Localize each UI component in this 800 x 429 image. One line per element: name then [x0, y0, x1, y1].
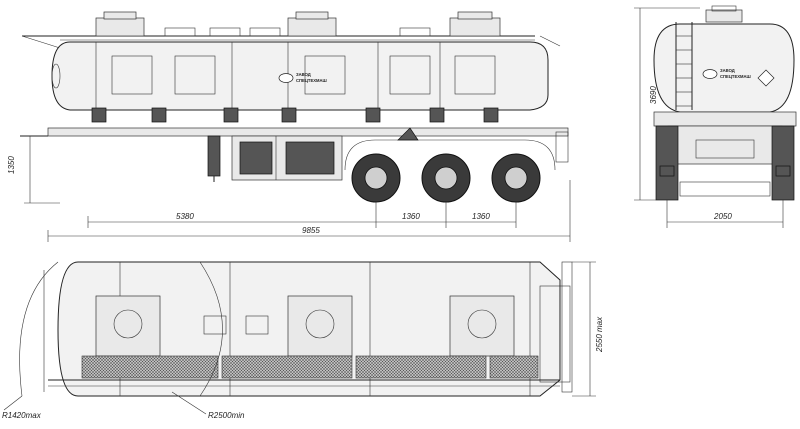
rear-dimensions: 3690 2050	[634, 7, 784, 228]
side-logo-line1: ЗАВОД	[296, 72, 311, 77]
rear-hatch	[705, 5, 743, 23]
dim-front-to-axle-label: 5380	[176, 212, 194, 221]
tank-shell	[51, 41, 549, 111]
top-dimensions: 2550 max R1420max R2500min	[2, 261, 604, 420]
rear-ladder	[675, 22, 693, 110]
rear-logo-line1: ЗАВОД	[720, 68, 735, 73]
dim-height-label: 1350	[7, 156, 16, 174]
dim-axle-spacing-1-label: 1360	[402, 212, 420, 221]
dim-axle-spacing-2-label: 1360	[472, 212, 490, 221]
rear-logo-line2: СПЕЦТЕХМАШ	[720, 74, 751, 79]
side-logo: ЗАВОД СПЕЦТЕХМАШ	[278, 72, 327, 83]
top-hatches	[95, 295, 515, 357]
dim-track-label: 2050	[713, 212, 732, 221]
dim-front-radius-label: R1420max	[2, 411, 42, 420]
dim-turn-radius-label: R2500min	[208, 411, 245, 420]
side-logo-line2: СПЕЦТЕХМАШ	[296, 78, 327, 83]
side-view: ЗАВОД СПЕЦТЕХМАШ	[7, 11, 571, 242]
walkway-grating	[81, 355, 539, 379]
rear-tank: ЗАВОД СПЕЦТЕХМАШ	[653, 23, 795, 113]
tank-supports	[91, 107, 499, 123]
side-dimensions: 1350 5380 1360 1360 9855	[7, 136, 571, 242]
hazard-diamond-icon	[757, 69, 775, 87]
fenders	[344, 127, 569, 171]
top-rails	[43, 270, 560, 392]
rear-view: ЗАВОД СПЕЦТЕХМАШ 3	[634, 5, 797, 228]
manhole-hatches	[95, 11, 501, 37]
top-view: 2550 max R1420max R2500min	[2, 261, 604, 420]
wheels	[351, 153, 541, 203]
dim-overall-length-label: 9855	[302, 226, 320, 235]
dim-rear-height-label: 3690	[649, 86, 658, 104]
equipment-cabinet	[231, 135, 343, 181]
rear-chassis	[653, 111, 797, 201]
dim-top-width-label: 2550 max	[595, 316, 604, 353]
